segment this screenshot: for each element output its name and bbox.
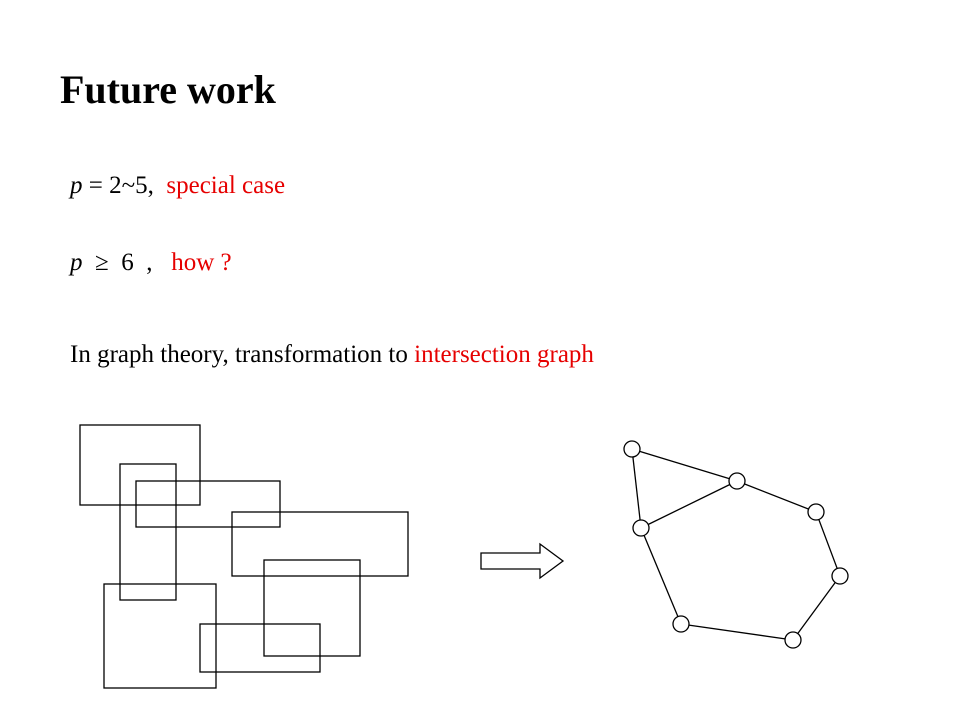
graph-node [728, 472, 746, 490]
line-special-case: p = 2~5, special case [70, 173, 285, 198]
graph-edges [631, 448, 841, 641]
edge [631, 448, 642, 529]
edge [792, 575, 841, 641]
rectangle-3 [135, 480, 281, 528]
right-arrow-icon [480, 542, 565, 580]
intersection-graph-text: intersection graph [414, 341, 594, 368]
variable-p: p [70, 249, 83, 276]
edge [736, 480, 817, 513]
graph-node [623, 440, 641, 458]
special-case-text: special case [166, 172, 286, 199]
edge [680, 623, 794, 641]
graph-nodes [623, 440, 849, 649]
rectangle-1 [79, 424, 201, 506]
how-text: how ? [171, 249, 232, 276]
edge [815, 511, 841, 577]
rectangle-6 [103, 583, 217, 689]
graph-node [784, 631, 802, 649]
rectangle-4 [231, 511, 409, 577]
graph-node [807, 503, 825, 521]
graph-node [831, 567, 849, 585]
edge [640, 527, 682, 625]
variable-p: p [70, 172, 83, 199]
edge [631, 448, 738, 482]
edge [640, 480, 738, 529]
rectangle-5 [263, 559, 361, 657]
graph-node [672, 615, 690, 633]
rectangle-2 [119, 463, 177, 601]
inequality-expression: ≥ 6 , [82, 249, 172, 276]
range-expression: = 2~5, [82, 172, 167, 199]
rectangle-7 [199, 623, 321, 673]
line-graph-theory: In graph theory, transformation to inter… [70, 342, 594, 367]
graph-theory-text: In graph theory, transformation to [70, 341, 415, 368]
rectangles-group [79, 424, 409, 689]
slide-title: Future work [60, 67, 276, 112]
graph-node [632, 519, 650, 537]
line-how: p ≥ 6 , how ? [70, 250, 232, 275]
